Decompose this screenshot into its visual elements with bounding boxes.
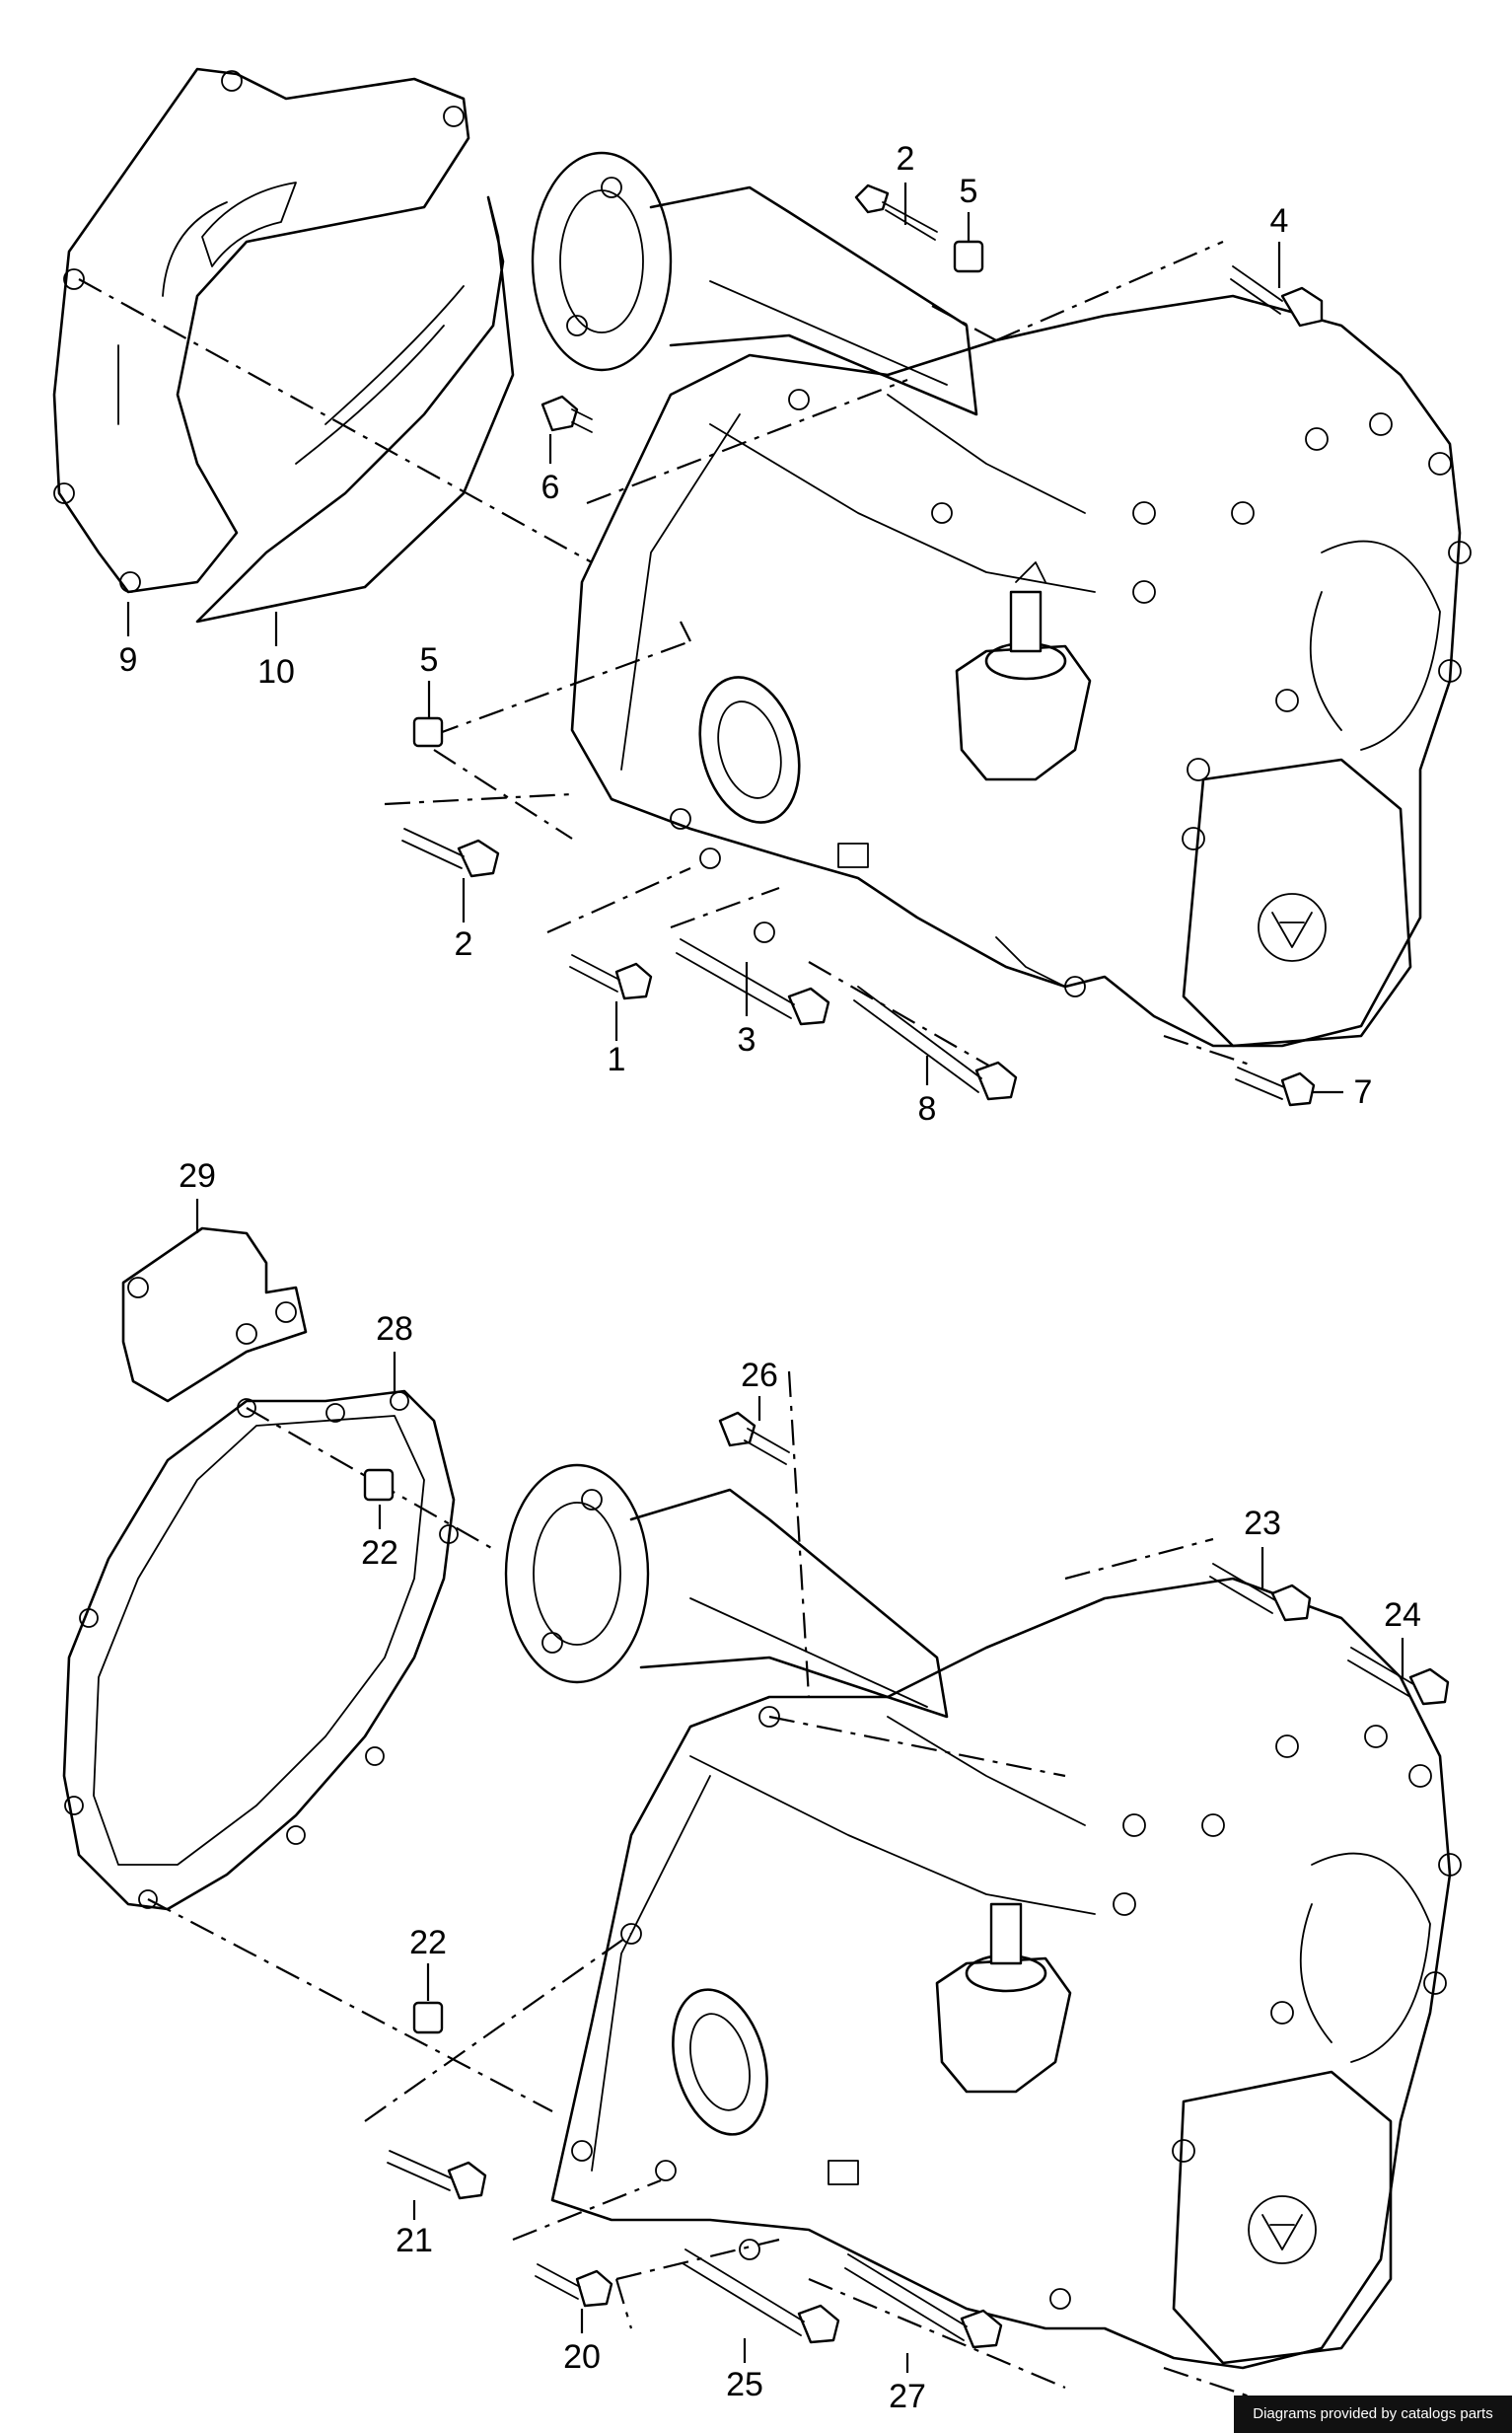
bottom-assembly: 20 21 22 22 23 24 25 26 27 28 29 (62, 1157, 1462, 2415)
transmission-housing-bottom (504, 1463, 1462, 2370)
callout-20: 20 (563, 2338, 601, 2376)
callout-24: 24 (1384, 1596, 1421, 1634)
callout-6: 6 (541, 469, 560, 506)
callout-27: 27 (889, 2378, 926, 2415)
callout-25: 25 (726, 2366, 763, 2403)
leader-lines-bottom (195, 1199, 1404, 2373)
leader-lines-top (126, 183, 1343, 1094)
callout-8: 8 (918, 1090, 937, 1128)
callout-2-upper: 2 (897, 140, 915, 178)
callout-22-upper: 22 (361, 1534, 398, 1572)
callout-5-lower: 5 (420, 641, 439, 679)
callout-4: 4 (1270, 202, 1289, 240)
shield-10 (195, 195, 515, 624)
small-cover-29 (121, 1226, 308, 1403)
fasteners-top (401, 184, 1324, 1107)
top-assembly: 1 2 2 3 4 5 5 6 7 8 9 10 (52, 67, 1472, 1128)
callout-22-lower: 22 (409, 1924, 447, 1961)
callout-29: 29 (179, 1157, 216, 1195)
callout-28: 28 (376, 1310, 413, 1348)
fasteners-bottom (363, 1411, 1450, 2349)
callout-1: 1 (608, 1041, 626, 1078)
alignment-lines-bottom (147, 1370, 1254, 2399)
callout-9: 9 (119, 641, 138, 679)
callout-23: 23 (1244, 1505, 1281, 1542)
callout-3: 3 (738, 1021, 756, 1059)
cover-plate-9 (52, 67, 470, 594)
callout-26: 26 (741, 1357, 778, 1394)
transmission-housing-top (531, 151, 1472, 1048)
gasket-28 (62, 1389, 459, 1911)
callout-21: 21 (396, 2222, 433, 2259)
credit-badge: Diagrams provided by catalogs parts (1234, 2396, 1512, 2433)
callout-7: 7 (1354, 1073, 1373, 1111)
callout-10: 10 (257, 653, 295, 691)
callout-5-upper: 5 (960, 173, 978, 210)
callout-2-lower: 2 (455, 925, 473, 963)
alignment-lines-top (78, 240, 1254, 1076)
